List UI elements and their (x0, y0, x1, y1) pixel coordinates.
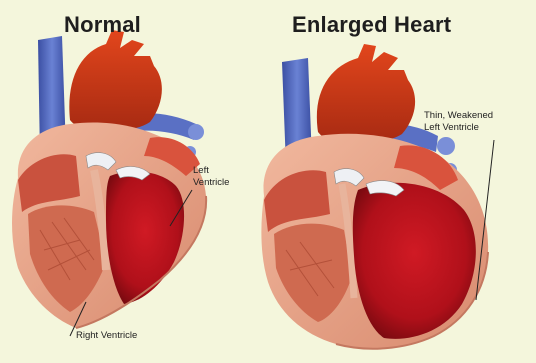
enlarged-aorta (317, 44, 415, 143)
label-left-ventricle: Left Ventricle (193, 165, 229, 189)
label-thin-weakened-line2: Left Ventricle (424, 122, 493, 134)
normal-heart (12, 30, 206, 336)
label-thin-weakened-left-ventricle: Thin, Weakened Left Ventricle (424, 110, 493, 134)
label-thin-weakened-line1: Thin, Weakened (424, 110, 493, 122)
label-right-ventricle: Right Ventricle (76, 330, 137, 342)
enlarged-heart (261, 44, 494, 349)
label-left-ventricle-line1: Left (193, 165, 229, 177)
normal-aorta (69, 30, 162, 131)
title-enlarged: Enlarged Heart (292, 12, 451, 38)
label-left-ventricle-line2: Ventricle (193, 177, 229, 189)
title-normal: Normal (64, 12, 141, 38)
normal-left-ventricle (106, 171, 184, 304)
